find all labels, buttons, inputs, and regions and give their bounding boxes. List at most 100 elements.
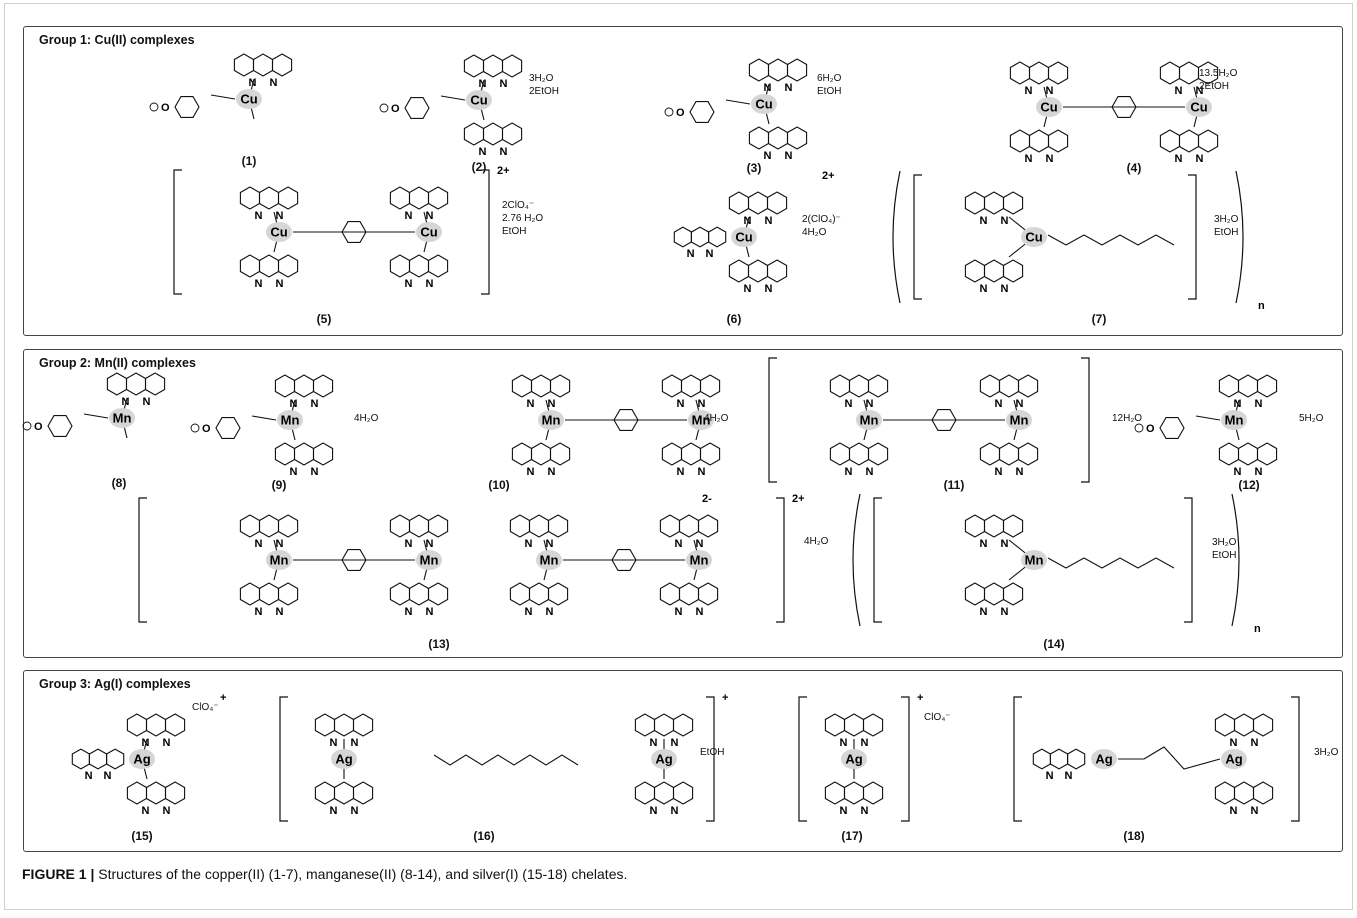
phenanthroline-ring xyxy=(983,259,1005,283)
phenanthroline-ring xyxy=(258,582,280,606)
metal-atom: Ag xyxy=(655,752,672,767)
metal-center-halo xyxy=(1036,97,1062,117)
metal-atom: Cu xyxy=(240,92,257,107)
phenanthroline-ring xyxy=(661,442,683,466)
phenanthroline-ring xyxy=(661,374,683,398)
nitrogen-atom: N xyxy=(276,606,284,618)
metal-atom: Ag xyxy=(133,752,150,767)
negative-charge-mark xyxy=(664,107,674,117)
phenanthroline-ring xyxy=(1218,374,1240,398)
nitrogen-atom: N xyxy=(1001,538,1009,550)
benzene-ring xyxy=(174,96,200,118)
nitrogen-atom: N xyxy=(845,466,853,478)
solvate-line: EtOH xyxy=(817,86,842,97)
benzene-ring xyxy=(404,97,430,119)
group-2-structures: NNOMnNNNNOMnNNNNMnNNNNMnNNNNMnNNNNMnNNNN… xyxy=(22,357,1278,635)
complex-charge: + xyxy=(722,692,728,704)
phenanthroline-ring xyxy=(824,713,846,737)
group-1-structures: NNOCuNNNNOCuNNNNOCuNNNNCuNNNNCuNNNNCuNNN… xyxy=(149,53,1265,312)
phenanthroline-ring xyxy=(1028,61,1050,85)
complex-charge: 2- xyxy=(702,493,712,505)
group-title: Group 1: Cu(II) complexes xyxy=(39,33,195,47)
phenanthroline-ring xyxy=(824,781,846,805)
nitrogen-atom: N xyxy=(500,78,508,90)
metal-center-halo xyxy=(109,408,135,428)
phenanthroline-ring xyxy=(829,374,851,398)
phenanthroline-ring xyxy=(829,442,851,466)
phenanthroline-ring xyxy=(258,254,280,278)
nitrogen-atom: N xyxy=(255,278,263,290)
group-title: Group 3: Ag(I) complexes xyxy=(39,677,191,691)
phenanthroline-ring xyxy=(1237,374,1259,398)
negative-charge-mark xyxy=(379,103,389,113)
nitrogen-atom: N xyxy=(548,398,556,410)
ether-chain xyxy=(1047,557,1175,569)
negative-charge-mark xyxy=(22,421,32,431)
phenanthroline-ring xyxy=(678,514,700,538)
phenanthroline-ring xyxy=(1256,374,1278,398)
compound-structure: NNNNOCu xyxy=(379,54,523,158)
linker-ring xyxy=(611,549,637,571)
compound-number-label: (6) xyxy=(726,312,742,326)
polymer-brace xyxy=(1231,493,1240,627)
phenanthroline-ring xyxy=(106,748,125,770)
phenanthroline-ring xyxy=(634,713,656,737)
compound-structure: NNNNOCu xyxy=(664,58,808,162)
compound-structure: NNNNOMn xyxy=(1134,374,1278,478)
left-bracket xyxy=(913,174,922,300)
nitrogen-atom: N xyxy=(255,606,263,618)
phenanthroline-ring xyxy=(983,514,1005,538)
phenanthroline-ring xyxy=(549,374,571,398)
linker-ring xyxy=(1111,96,1137,118)
nitrogen-atom: N xyxy=(1255,398,1263,410)
compound-number-label: (7) xyxy=(1091,312,1107,326)
phenanthroline-ring xyxy=(848,374,870,398)
complex-charge: + xyxy=(917,692,923,704)
compound-number-label: (16) xyxy=(473,829,495,843)
metal-center-halo xyxy=(856,410,882,430)
benzene-ring xyxy=(215,417,241,439)
phenanthroline-ring xyxy=(659,514,681,538)
metal-atom: Cu xyxy=(270,225,287,240)
phenanthroline-ring xyxy=(964,582,986,606)
phenanthroline-ring xyxy=(862,781,884,805)
repeat-unit-n: n xyxy=(1258,300,1265,312)
phenanthroline-ring xyxy=(530,442,552,466)
phenanthroline-ring xyxy=(979,374,1001,398)
metal-atom: Mn xyxy=(281,413,300,428)
phenanthroline-ring xyxy=(239,186,261,210)
phenanthroline-ring xyxy=(979,442,1001,466)
phenanthroline-ring xyxy=(352,713,374,737)
phenanthroline-ring xyxy=(998,374,1020,398)
nitrogen-atom: N xyxy=(1230,737,1238,749)
metal-atom: Mn xyxy=(860,413,879,428)
ether-chain xyxy=(1047,234,1175,246)
phenanthroline-ring xyxy=(106,372,128,396)
phenanthroline-ring xyxy=(314,713,336,737)
nitrogen-atom: N xyxy=(980,283,988,295)
phenanthroline-ring xyxy=(511,374,533,398)
solvate-formula: 4H₂O xyxy=(354,412,378,425)
negative-charge-mark xyxy=(1134,423,1144,433)
phenanthroline-ring xyxy=(1047,129,1069,153)
nitrogen-atom: N xyxy=(1196,153,1204,165)
nitrogen-atom: N xyxy=(1016,466,1024,478)
phenanthroline-ring xyxy=(1256,442,1278,466)
nitrogen-atom: N xyxy=(1251,805,1259,817)
phenanthroline-ring xyxy=(389,514,411,538)
nitrogen-atom: N xyxy=(1230,805,1238,817)
nitrogen-atom: N xyxy=(785,82,793,94)
phenanthroline-ring xyxy=(314,781,336,805)
polymer-brace xyxy=(892,170,901,304)
metal-atom: Ag xyxy=(845,752,862,767)
solvate-line: 6H₂O xyxy=(817,73,842,84)
nitrogen-atom: N xyxy=(311,466,319,478)
phenanthroline-ring xyxy=(1159,129,1181,153)
